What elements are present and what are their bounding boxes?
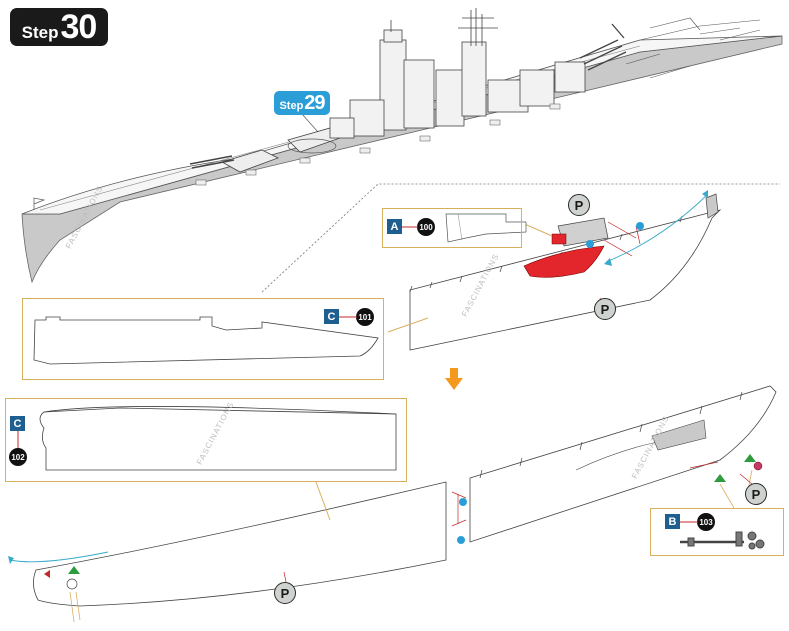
sheet-connector	[402, 226, 418, 228]
sheet-connector	[17, 431, 19, 448]
sheet-connector	[680, 521, 698, 523]
previous-step-number: 29	[304, 92, 325, 114]
forward-turret	[189, 149, 280, 173]
part-number-100: 100	[417, 218, 435, 236]
sheet-label-a: A	[387, 219, 402, 234]
full-hull-assembly	[8, 385, 777, 623]
p-marker: P	[594, 298, 616, 320]
aft-turret	[579, 23, 627, 71]
callout-box-part-103	[650, 508, 784, 556]
red-highlight-part	[523, 245, 605, 278]
zoom-guide	[261, 183, 780, 293]
deck-fittings	[195, 103, 561, 186]
sheet-label-c-102: C	[10, 416, 25, 431]
ship-deck	[21, 35, 783, 215]
callout-box-part-102	[5, 398, 407, 482]
part-number-102: 102	[9, 448, 27, 466]
sheet-label-c-101: C	[324, 309, 339, 324]
hull-front-section	[33, 481, 447, 607]
part-number-101: 101	[356, 308, 374, 326]
sheet-label-b: B	[665, 514, 680, 529]
previous-step-badge: Step 29	[274, 91, 330, 115]
p-marker: P	[745, 483, 767, 505]
part-number-103: 103	[697, 513, 715, 531]
part-103-drawing	[680, 531, 765, 550]
p-marker: P	[568, 194, 590, 216]
part-101-outline	[33, 316, 379, 365]
callout-box-part-101	[22, 298, 384, 380]
step-number-badge: Step 30	[10, 8, 108, 46]
superstructure	[329, 29, 586, 139]
battleship-illustration	[21, 8, 783, 284]
previous-step-word: Step	[279, 100, 304, 112]
step-word: Step	[21, 23, 59, 42]
p-marker: P	[274, 582, 296, 604]
bow-assembly	[33, 190, 722, 365]
callout-box-part-100	[382, 208, 522, 248]
bow-hull-side	[409, 209, 722, 351]
sheet-connector	[339, 316, 357, 318]
part-102-outline	[39, 407, 397, 471]
step-number: 30	[60, 8, 98, 46]
next-arrow	[445, 368, 463, 390]
rear-deck-details	[625, 17, 761, 79]
part-100-drawing	[445, 213, 527, 243]
masts	[390, 8, 498, 46]
